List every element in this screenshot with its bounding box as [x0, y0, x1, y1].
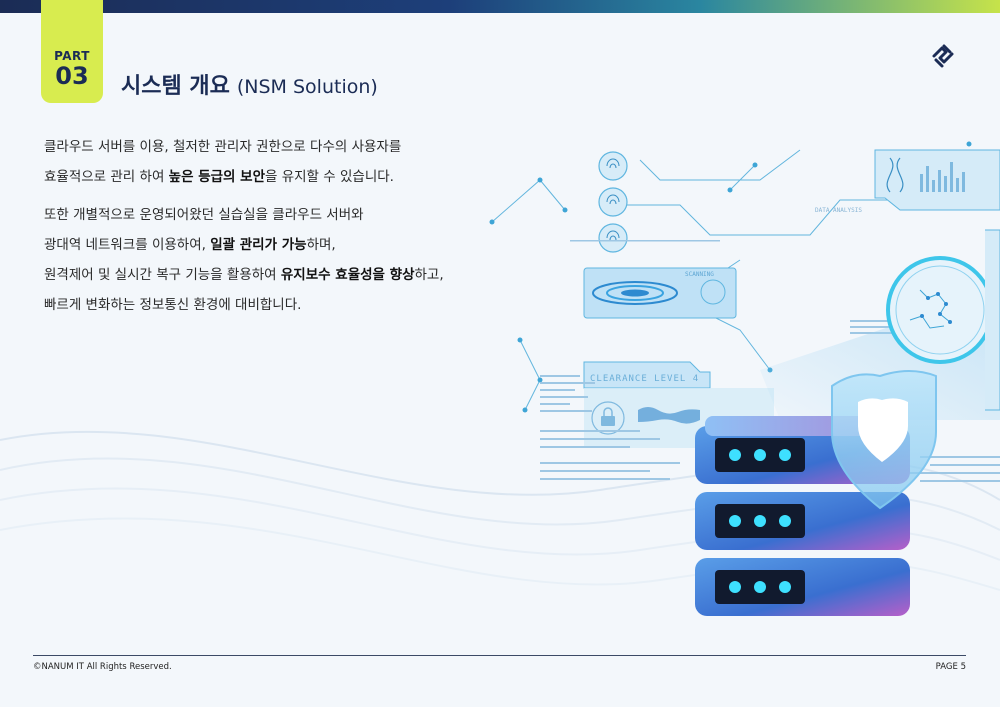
footer-divider — [33, 655, 966, 656]
text-line: 광대역 네트워크를 이용하여, 일괄 관리가 가능하며, — [44, 237, 336, 253]
part-badge: PART 03 — [41, 0, 103, 103]
detail-paragraph: 또한 개별적으로 운영되어왔던 실습실을 클라우드 서버와 광대역 네트워크를 … — [44, 200, 444, 320]
title-sub: (NSM Solution) — [236, 76, 378, 98]
footer-copyright: ©NANUM IT All Rights Reserved. — [33, 662, 172, 672]
page-number: PAGE 5 — [935, 662, 966, 672]
text-line: 원격제어 및 실시간 복구 기능을 활용하여 유지보수 효율성을 향상하고, — [44, 267, 444, 283]
text-line: 효율적으로 관리 하여 높은 등급의 보안을 유지할 수 있습니다. — [44, 169, 394, 185]
server-stack — [695, 416, 910, 616]
part-number: 03 — [55, 62, 89, 90]
emphasis-text: 일괄 관리가 가능 — [210, 237, 307, 253]
page-title: 시스템 개요 (NSM Solution) — [121, 68, 378, 100]
top-gradient-bar — [0, 0, 1000, 13]
scanning-label: SCANNING — [685, 271, 714, 278]
server-security-illustration: SCANNING DATA ANALYSIS CLEARANCE LEVEL 4 — [489, 141, 1000, 616]
clearance-label: CLEARANCE LEVEL 4 — [590, 374, 699, 384]
text-line: 빠르게 변화하는 정보통신 환경에 대비합니다. — [44, 297, 302, 313]
emphasis-text: 유지보수 효율성을 향상 — [280, 267, 415, 283]
svg-text:DATA ANALYSIS: DATA ANALYSIS — [815, 207, 862, 214]
title-main: 시스템 개요 — [121, 74, 230, 99]
nanum-logo-icon — [932, 44, 954, 68]
text-line: 또한 개별적으로 운영되어왔던 실습실을 클라우드 서버와 — [44, 207, 364, 223]
emphasis-text: 높은 등급의 보안 — [168, 169, 265, 185]
shield-icon — [831, 370, 937, 510]
part-label: PART — [54, 49, 90, 63]
intro-paragraph: 클라우드 서버를 이용, 철저한 관리자 권한으로 다수의 사용자를 효율적으로… — [44, 132, 401, 192]
text-line: 클라우드 서버를 이용, 철저한 관리자 권한으로 다수의 사용자를 — [44, 139, 402, 155]
